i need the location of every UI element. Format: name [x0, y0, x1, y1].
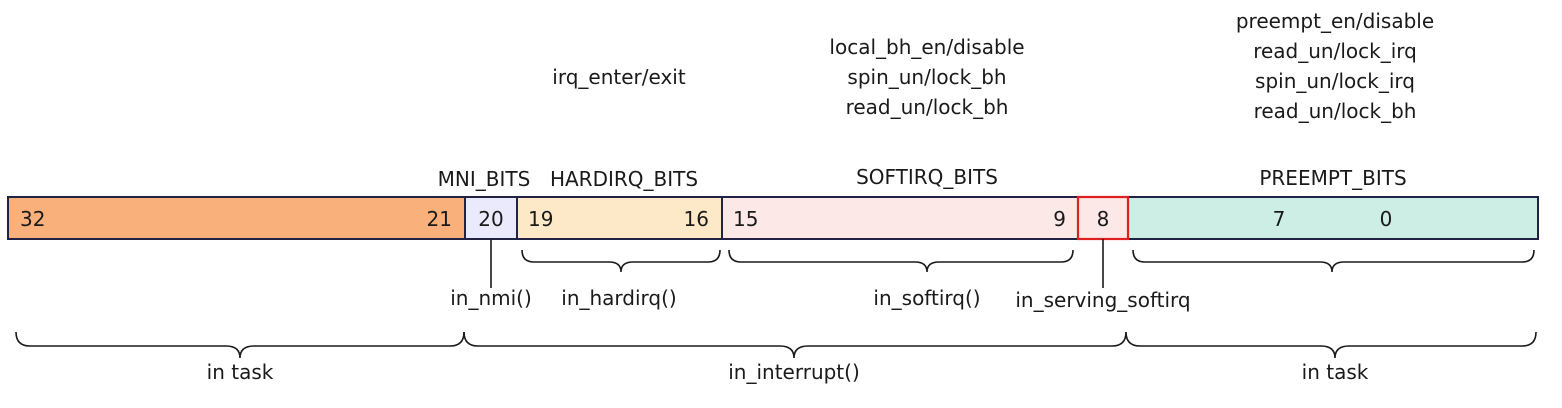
- task-context-brace-right: [1125, 331, 1537, 359]
- hardirq-bits-segment: [516, 196, 723, 240]
- bit-32-label: 32: [20, 207, 45, 231]
- softirq-op-1: local_bh_en/disable: [829, 35, 1024, 59]
- bit-15-label: 15: [733, 207, 758, 231]
- in-task-label-right: in task: [1302, 360, 1369, 384]
- preempt-op-2: read_un/lock_irq: [1253, 39, 1417, 63]
- in-task-label-left: in task: [207, 360, 274, 384]
- in-hardirq-label: in_hardirq(): [561, 286, 676, 310]
- bit-7-label: 7: [1273, 207, 1286, 231]
- softirq-brace: [728, 249, 1074, 273]
- preempt-bits-segment: [1127, 196, 1539, 240]
- task-high-bits-segment: [7, 196, 466, 240]
- softirq-bits-segment: [721, 196, 1079, 240]
- interrupt-context-brace: [463, 331, 1127, 359]
- preempt-brace: [1132, 249, 1535, 273]
- bit-8-label: 8: [1097, 207, 1110, 231]
- nmi-bits-label: MNI_BITS: [438, 167, 531, 191]
- preempt-op-3: spin_un/lock_irq: [1255, 69, 1415, 93]
- hardirq-op-1: irq_enter/exit: [552, 65, 686, 89]
- softirq-op-3: read_un/lock_bh: [846, 95, 1009, 119]
- softirq-bits-label: SOFTIRQ_BITS: [856, 165, 998, 189]
- in-interrupt-label: in_interrupt(): [728, 360, 860, 384]
- softirq-op-2: spin_un/lock_bh: [847, 65, 1006, 89]
- preempt-op-4: read_un/lock_bh: [1254, 99, 1417, 123]
- task-context-brace-left: [15, 331, 465, 359]
- hardirq-bits-label: HARDIRQ_BITS: [550, 167, 698, 191]
- bit-19-label: 19: [528, 207, 553, 231]
- bit-0-label: 0: [1380, 207, 1393, 231]
- in-softirq-label: in_softirq(): [873, 286, 980, 310]
- preempt-bits-label: PREEMPT_BITS: [1259, 166, 1406, 190]
- preempt-op-1: preempt_en/disable: [1236, 9, 1434, 33]
- in-serving-softirq-label: in_serving_softirq: [1015, 288, 1190, 312]
- bit-16-label: 16: [684, 207, 709, 231]
- bit-20-label: 20: [478, 207, 503, 231]
- hardirq-brace: [521, 249, 721, 273]
- bit-21-label: 21: [427, 207, 452, 231]
- in-nmi-label: in_nmi(): [450, 286, 532, 310]
- bit-9-label: 9: [1053, 207, 1066, 231]
